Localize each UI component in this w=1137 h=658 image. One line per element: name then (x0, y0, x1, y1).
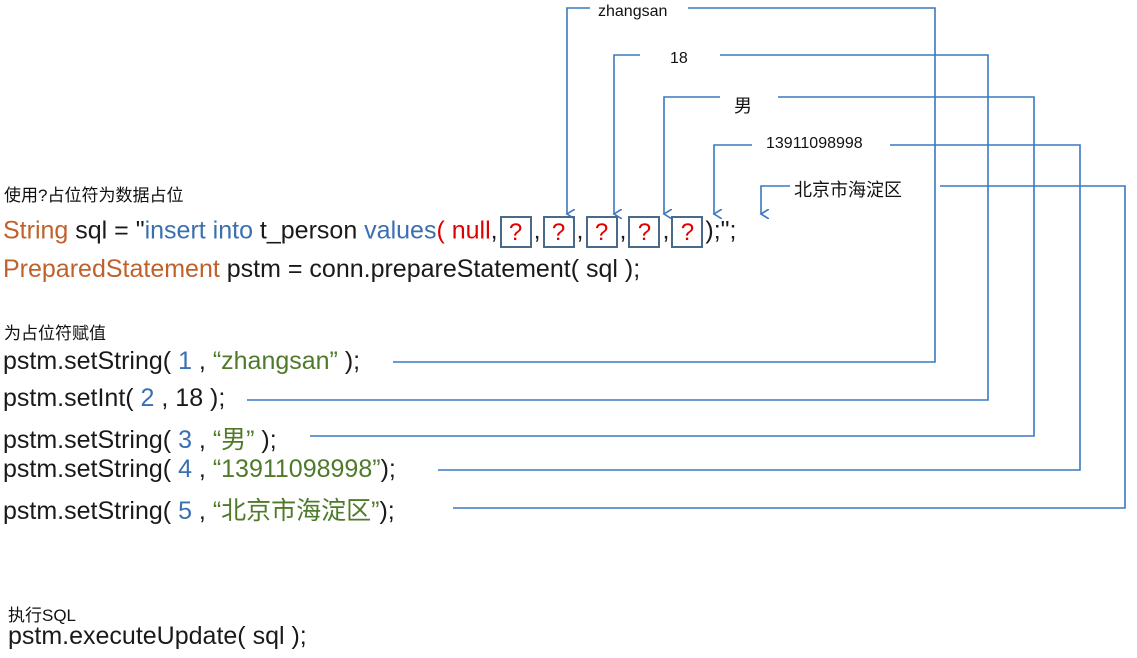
setter-value: 18 (175, 384, 204, 412)
sql-part-a: sql = " (68, 216, 145, 245)
setter-index: 2 (140, 384, 155, 412)
sql-declaration-line: String sql = "insert into t_person value… (3, 216, 737, 248)
connector-3 (310, 96, 1035, 437)
keyword-null: null (451, 216, 491, 245)
keyword-values: values (364, 216, 437, 245)
setter-line-1: pstm.setString( 1 , “zhangsan” ); (3, 347, 360, 376)
separator: , (490, 216, 498, 245)
placeholder-caption: 使用?占位符为数据占位 (4, 186, 184, 205)
label-phone: 13911098998 (762, 135, 867, 153)
setter-value: “男” (212, 426, 255, 454)
placeholder-box-5: ? (671, 216, 704, 248)
separator: , (662, 216, 670, 245)
setter-comma: , (191, 455, 213, 483)
setter-value: “13911098998” (212, 455, 381, 483)
setter-method: pstm.setString( (3, 426, 179, 454)
setter-comma: , (191, 426, 213, 454)
label-zhangsan: zhangsan (594, 3, 672, 21)
setter-value: “zhangsan” (212, 347, 338, 375)
setter-method: pstm.setString( (3, 455, 179, 483)
setter-index: 3 (178, 426, 192, 454)
placeholder-box-1: ? (499, 216, 532, 248)
connector-2 (247, 54, 989, 401)
execute-update-line: pstm.executeUpdate( sql ); (8, 622, 307, 650)
placeholder-box-2: ? (542, 216, 575, 248)
arrow-1 (567, 7, 590, 214)
setter-comma: , (154, 384, 176, 412)
setter-value: “北京市海淀区” (212, 497, 380, 525)
separator: , (533, 216, 541, 245)
keyword-string: String (3, 216, 69, 245)
setter-close: ); (203, 384, 226, 412)
setter-line-2: pstm.setInt( 2 , 18 ); (3, 384, 225, 413)
setter-method: pstm.setInt( (3, 384, 141, 412)
label-gender: 男 (730, 92, 756, 118)
keyword-insert-into: insert into (144, 216, 253, 245)
setter-comma: , (191, 347, 213, 375)
paren-open: ( (436, 216, 452, 245)
setter-method: pstm.setString( (3, 497, 179, 525)
setter-comma: , (191, 497, 213, 525)
setter-method: pstm.setString( (3, 347, 179, 375)
connector-1 (393, 7, 936, 363)
setter-close: ); (337, 347, 361, 375)
placeholder-box-4: ? (628, 216, 661, 248)
keyword-prepared-statement: PreparedStatement (3, 255, 220, 283)
separator: , (576, 216, 584, 245)
arrow-4 (714, 144, 752, 214)
execute-caption: 执行SQL (8, 606, 77, 625)
connector-5 (453, 185, 1126, 509)
assign-caption: 为占位符赋值 (4, 324, 106, 343)
placeholder-box-3: ? (585, 216, 618, 248)
setter-close: ); (380, 455, 396, 483)
setter-close: ); (379, 497, 395, 525)
setter-line-3: pstm.setString( 3 , “男” ); (3, 420, 277, 456)
connector-4 (438, 144, 1081, 471)
label-age: 18 (666, 50, 692, 68)
arrow-2 (614, 54, 640, 214)
separator: , (619, 216, 627, 245)
setter-line-4: pstm.setString( 4 , “13911098998”); (3, 455, 396, 484)
setter-index: 5 (178, 497, 192, 525)
setter-close: ); (254, 426, 277, 454)
arrow-5 (761, 185, 790, 214)
setter-line-5: pstm.setString( 5 , “北京市海淀区”); (3, 491, 395, 527)
setter-index: 4 (178, 455, 192, 483)
prepare-statement-line: PreparedStatement pstm = conn.prepareSta… (3, 255, 640, 284)
sql-tail: );"; (705, 216, 737, 245)
label-address: 北京市海淀区 (790, 176, 906, 202)
prepare-rest: pstm = conn.prepareStatement( sql ); (219, 255, 641, 283)
sql-part-b: t_person (252, 216, 365, 245)
setter-index: 1 (178, 347, 192, 375)
arrow-3 (664, 96, 720, 214)
